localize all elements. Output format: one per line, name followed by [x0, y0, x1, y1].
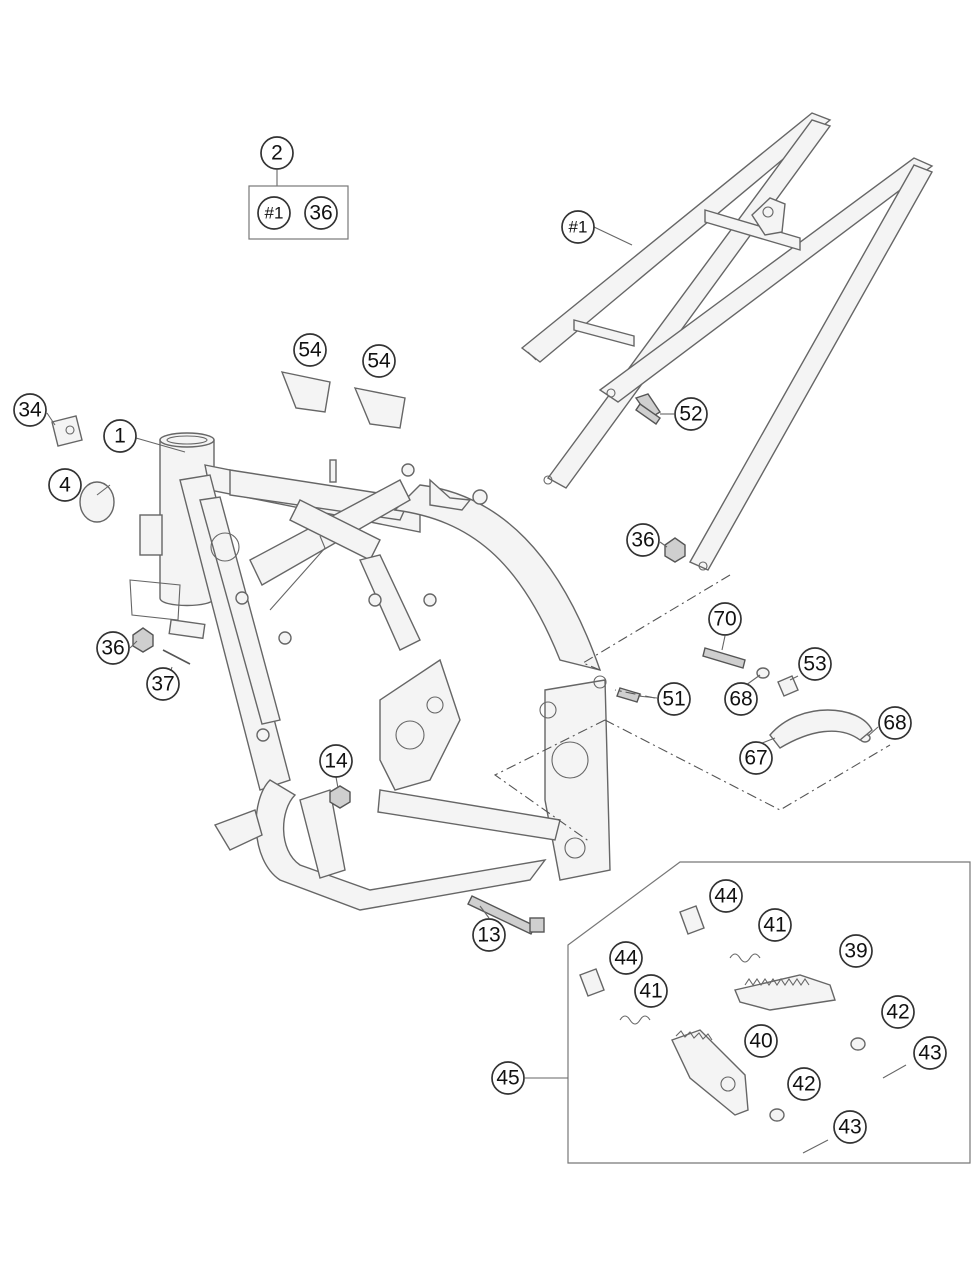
callout-41b: 41 [634, 974, 668, 1008]
svg-text:42: 42 [886, 1001, 909, 1024]
sticker-54a [280, 371, 331, 413]
cotter-43b [802, 1139, 829, 1154]
svg-text:45: 45 [496, 1067, 519, 1090]
svg-text:68: 68 [883, 712, 906, 735]
spring-41b [619, 1015, 651, 1025]
callout-53: 53 [798, 647, 832, 681]
callout-51: 51 [657, 682, 691, 716]
callout-43b: 43 [833, 1110, 867, 1144]
svg-text:41: 41 [639, 980, 662, 1003]
svg-text:36: 36 [101, 637, 124, 660]
svg-text:#1: #1 [569, 218, 588, 237]
callout-kit-1: #1 [257, 196, 291, 230]
svg-text:44: 44 [714, 885, 738, 908]
svg-text:1: 1 [114, 425, 126, 448]
callout-43a: 43 [913, 1036, 947, 1070]
svg-text:2: 2 [271, 142, 283, 165]
cotter-43a [882, 1064, 907, 1079]
pin-44b [579, 968, 605, 997]
svg-text:#1: #1 [265, 204, 284, 223]
callout-41a: 41 [758, 908, 792, 942]
washer-42b [769, 1108, 785, 1122]
svg-text:39: 39 [844, 940, 867, 963]
bolt-13-head [529, 917, 545, 933]
bushing-53 [777, 675, 799, 697]
callout-2: 2 [260, 136, 294, 170]
subframe [520, 112, 934, 571]
bolt-52 [635, 403, 661, 425]
callout-14: 14 [319, 744, 353, 778]
footpeg-40 [671, 1029, 749, 1116]
svg-text:14: 14 [324, 750, 348, 773]
kit-box [248, 185, 349, 240]
clamp-34 [51, 415, 83, 447]
svg-text:41: 41 [763, 914, 786, 937]
svg-text:36: 36 [631, 529, 654, 552]
nut-36a [664, 537, 686, 563]
footpeg-39 [734, 974, 836, 1011]
footpeg-box [567, 861, 971, 1164]
footpeg-group [525, 861, 971, 1164]
callout-37: 37 [146, 667, 180, 701]
svg-text:70: 70 [713, 608, 736, 631]
callout-40: 40 [744, 1024, 778, 1058]
svg-text:34: 34 [18, 399, 42, 422]
callout-13: 13 [472, 918, 506, 952]
svg-text:43: 43 [838, 1116, 861, 1139]
svg-text:4: 4 [59, 474, 71, 497]
callout-42a: 42 [881, 995, 915, 1029]
callouts: 2 #1 36 #1 54 54 34 1 4 52 36 36 37 70 5… [13, 136, 947, 1144]
callout-42b: 42 [787, 1067, 821, 1101]
nut-14 [329, 785, 351, 809]
svg-text:43: 43 [918, 1042, 941, 1065]
guard-67 [769, 709, 873, 749]
callout-44b: 44 [609, 941, 643, 975]
callout-39: 39 [839, 934, 873, 968]
callout-52: 52 [674, 397, 708, 431]
bolt-13 [467, 895, 536, 935]
svg-text:52: 52 [679, 403, 702, 426]
svg-text:54: 54 [367, 350, 391, 373]
svg-text:51: 51 [662, 688, 685, 711]
callout-54b: 54 [362, 344, 396, 378]
washer-42a [850, 1037, 866, 1051]
cover-4 [79, 481, 115, 523]
svg-text:44: 44 [614, 947, 638, 970]
callout-subframe-1: #1 [561, 210, 595, 244]
callout-36b: 36 [96, 631, 130, 665]
callout-54a: 54 [293, 333, 327, 367]
svg-text:67: 67 [744, 747, 767, 770]
main-frame [129, 432, 611, 911]
stud-37 [162, 649, 191, 665]
callout-34: 34 [13, 393, 47, 427]
callout-68a: 68 [724, 682, 758, 716]
nut-36b [132, 627, 154, 653]
callout-1: 1 [103, 419, 137, 453]
bolt-51 [616, 687, 641, 703]
kit-group [248, 170, 349, 240]
callout-44a: 44 [709, 879, 743, 913]
svg-text:36: 36 [309, 202, 332, 225]
pin-44a [679, 905, 705, 935]
callout-68b: 68 [878, 706, 912, 740]
svg-text:54: 54 [298, 339, 322, 362]
callout-kit-36: 36 [304, 196, 338, 230]
svg-text:68: 68 [729, 688, 752, 711]
svg-text:13: 13 [477, 924, 500, 947]
spring-41a [729, 953, 761, 963]
callout-36a: 36 [626, 523, 660, 557]
callout-45: 45 [491, 1061, 525, 1095]
small-parts [51, 371, 873, 935]
callout-4: 4 [48, 468, 82, 502]
svg-text:42: 42 [792, 1073, 815, 1096]
bolt-70 [702, 647, 746, 669]
svg-text:37: 37 [151, 673, 174, 696]
sticker-54b [353, 387, 406, 429]
callout-67: 67 [739, 741, 773, 775]
svg-text:53: 53 [803, 653, 826, 676]
svg-text:40: 40 [749, 1030, 772, 1053]
callout-70: 70 [708, 602, 742, 636]
